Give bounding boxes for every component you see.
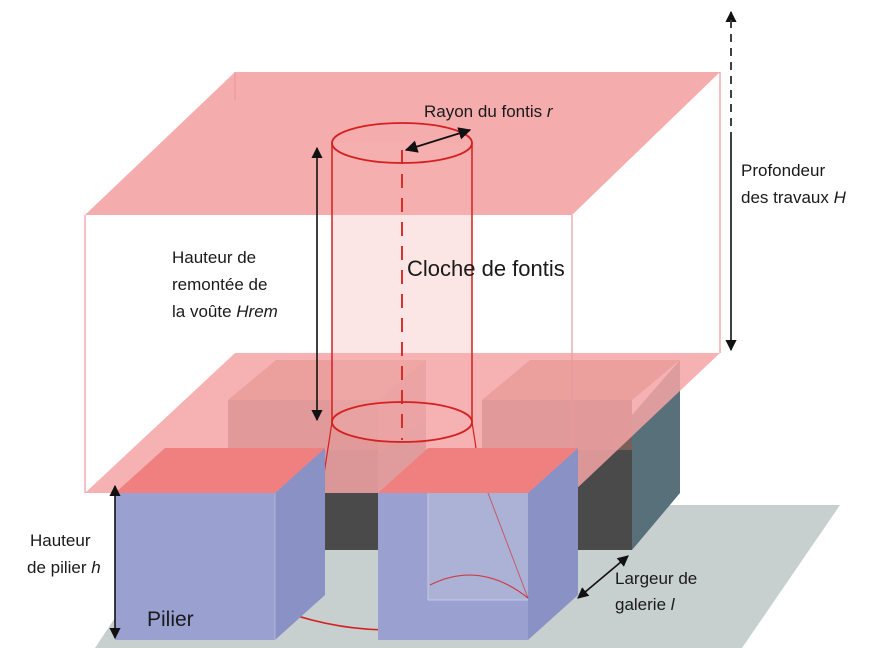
- depth-label-line1: Profondeur: [741, 161, 825, 180]
- pillar-height-label-line2: de pilier h: [27, 558, 101, 577]
- gallery-width-label-line1: Largeur de: [615, 569, 697, 588]
- radius-label: Rayon du fontis r: [424, 102, 554, 121]
- collapse-bell-label: Cloche de fontis: [407, 256, 565, 281]
- front-right-pillar: [378, 448, 578, 640]
- hrem-label-line1: Hauteur de: [172, 248, 256, 267]
- surface-plane: [85, 72, 720, 215]
- hrem-label-line2: remontée de: [172, 275, 267, 294]
- radius-arrow: [404, 127, 472, 153]
- collapse-cylinder: [319, 122, 485, 501]
- gallery-width-arrow: [577, 555, 629, 599]
- pillar-height-label-line1: Hauteur: [30, 531, 91, 550]
- pillar-label: Pilier: [147, 608, 194, 631]
- overburden-box-edges: [84, 72, 721, 493]
- depth-label-line2: des travaux H: [741, 188, 847, 207]
- gallery-width-label-line2: galerie l: [615, 595, 676, 614]
- hrem-label-line3: la voûte Hrem: [172, 302, 278, 321]
- front-left-pillar: [115, 448, 325, 640]
